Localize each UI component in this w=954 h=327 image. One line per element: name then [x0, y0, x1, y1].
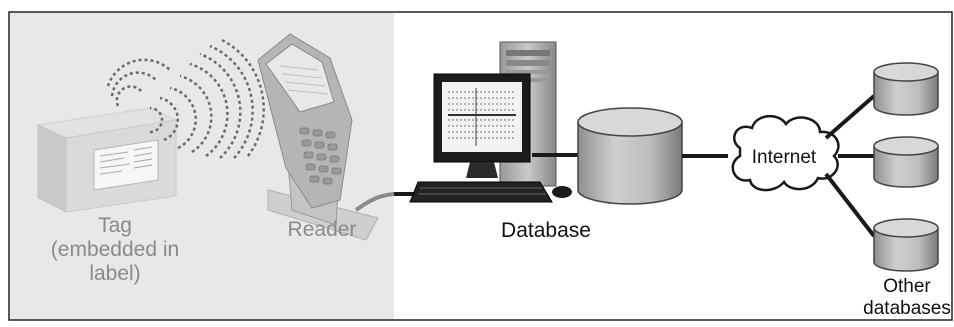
other-databases-label: Other databases	[860, 276, 954, 320]
package-box-icon	[36, 107, 178, 213]
network-links	[824, 94, 876, 238]
database-label: Database	[501, 219, 591, 242]
other-databases-line1: Other	[883, 276, 931, 297]
reader-cable	[354, 192, 430, 212]
handheld-reader-icon	[257, 33, 379, 241]
cloud-icon	[731, 115, 840, 192]
reader-label: Reader	[287, 218, 357, 241]
tag-label-line2: (embedded in label)	[50, 238, 180, 286]
tag-label: Tag (embedded in label)	[30, 214, 200, 286]
internet-label: Internet	[751, 147, 817, 168]
remote-database-1-icon	[873, 62, 939, 116]
database-cylinder-icon	[577, 107, 683, 205]
other-databases-line2: databases	[863, 297, 951, 319]
tag-label-line1: Tag	[98, 214, 132, 237]
signal-waves	[149, 38, 265, 159]
remote-database-3-icon	[873, 218, 939, 272]
remote-database-2-icon	[873, 136, 939, 188]
desktop-computer-icon	[409, 41, 572, 203]
